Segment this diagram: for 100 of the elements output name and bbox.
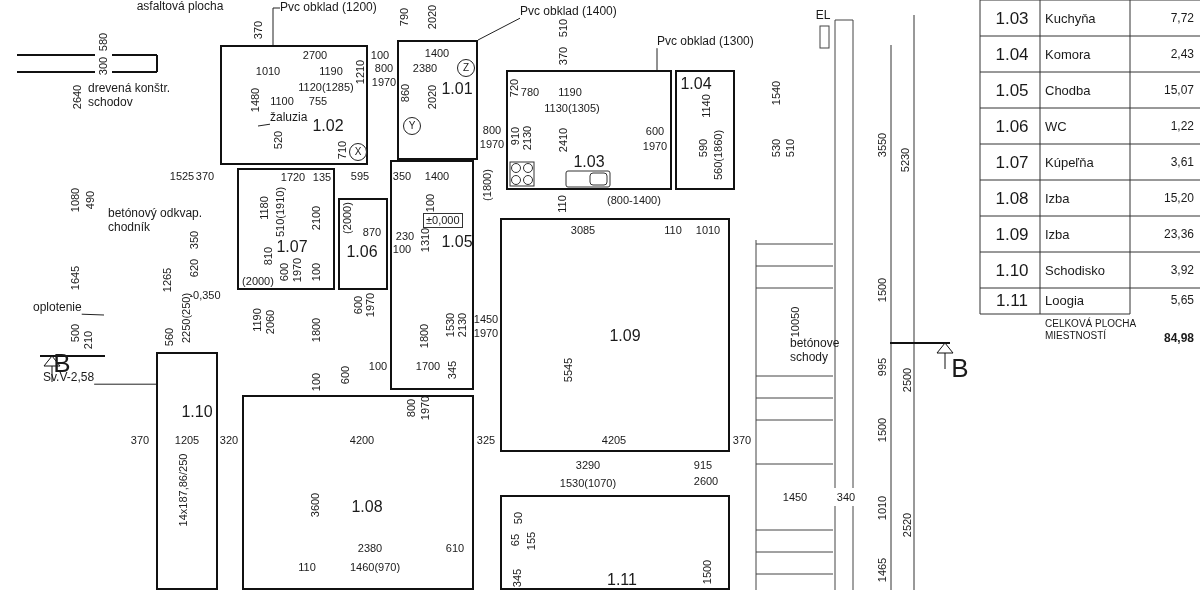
dimension-label: 1265 [161, 267, 173, 293]
room-name: Chodba [1045, 83, 1091, 97]
dimension-label: 2020 [426, 84, 438, 110]
dimension-label: 600 [645, 125, 665, 137]
dimension-label: 710 [336, 140, 348, 160]
dimension-label: 2500 [901, 367, 913, 393]
dimension-label: 860 [399, 83, 411, 103]
dimension-label: 50 [512, 511, 524, 525]
dimension-label: 1210 [354, 59, 366, 85]
dimension-label: 610 [445, 542, 465, 554]
dimension-label: 1970 [291, 257, 303, 283]
leader-line [656, 47, 658, 71]
dimension-label: 910 [509, 126, 521, 146]
dimension-label: 580 [97, 32, 109, 52]
dimension-label: 1400 [424, 170, 450, 182]
dimension-label: 620 [188, 258, 200, 278]
dimension-label: 3600 [309, 492, 321, 518]
dimension-label: 1400 [424, 47, 450, 59]
area-value: 23,36 [1163, 228, 1194, 240]
area-value: 15,07 [1163, 84, 1194, 96]
room-outline [500, 218, 730, 452]
dimension-label: 2380 [412, 62, 438, 74]
callout-text: Pvc obklad (1300) [657, 35, 754, 49]
dimension-label: 4200 [349, 434, 375, 446]
room-outline [506, 70, 672, 190]
dimension-label: 1800 [418, 323, 430, 349]
room-number: 1.08 [351, 499, 383, 515]
room-number: 1.01 [441, 81, 473, 97]
dimension-label: 110 [664, 224, 682, 236]
room-outline [242, 395, 474, 590]
dimension-label: 1010 [695, 224, 721, 236]
dimension-label: 3550 [876, 132, 888, 158]
dimension-label: 800 [374, 62, 394, 74]
dimension-label: 995 [876, 357, 888, 377]
dimension-label: 800 [405, 398, 417, 418]
leader-line [257, 123, 271, 127]
room-number: 1.04 [995, 45, 1029, 63]
room-name: Schodisko [1045, 263, 1105, 277]
dimension-label: 320 [219, 434, 239, 446]
dimension-label: 1540 [770, 80, 782, 106]
room-number: 1.04 [680, 76, 712, 92]
dimension-label: 2410 [557, 127, 569, 153]
dimension-label: 600 [352, 295, 364, 315]
dimension-label: 1140 [700, 94, 712, 118]
dimension-label: 1700 [415, 360, 441, 372]
room-name: Kúpeľňa [1045, 155, 1094, 169]
dimension-label: 1460(970) [349, 561, 401, 573]
room-number: 1.11 [607, 572, 637, 588]
room-outline [390, 160, 474, 390]
dimension-label: 1120(1285) [298, 81, 354, 93]
room-number: 1.10 [995, 261, 1029, 279]
dimension-label: 1800 [310, 317, 322, 343]
dimension-label: 210 [82, 330, 94, 350]
dimension-label: 2600 [693, 475, 719, 487]
room-name: Izba [1045, 227, 1070, 241]
dimension-label: (2000) [242, 275, 274, 287]
dimension-label: 325 [476, 434, 496, 446]
dimension-label: 1190 [558, 86, 582, 98]
dimension-label: 100 [370, 49, 390, 61]
dimension-label: 65 [509, 533, 521, 547]
dimension-label: 2100 [310, 205, 322, 231]
leader-line [93, 383, 157, 385]
dimension-label: 1500 [876, 417, 888, 443]
area-value: 1,22 [1170, 120, 1194, 132]
dimension-label: 3085 [570, 224, 596, 236]
area-value: 3,61 [1170, 156, 1194, 168]
dimension-label: 590 [697, 138, 709, 158]
dimension-label: 1180 [258, 196, 270, 220]
dimension-label: 5545 [562, 357, 574, 383]
dimension-label: 500 [69, 323, 81, 343]
dimension-label: 135 [312, 171, 332, 183]
leader-line [477, 17, 521, 41]
area-value: 7,72 [1170, 12, 1194, 24]
room-number: 1.07 [995, 153, 1029, 171]
dimension-label: 870 [362, 226, 382, 238]
dimension-label: 1130(1305) [544, 102, 600, 114]
room-name: WC [1045, 119, 1067, 133]
dimension-label: 510(1910) [274, 186, 286, 238]
dimension-label: 1465 [876, 557, 888, 583]
dimension-label: 370 [195, 170, 215, 182]
area-value: 5,65 [1170, 294, 1194, 306]
room-outline [675, 70, 735, 190]
dimension-label: 1450 [782, 491, 808, 503]
room-number: 1.03 [995, 9, 1029, 27]
dimension-label: 1190 [251, 308, 263, 332]
dimension-label: 780 [520, 86, 540, 98]
marker-circle: Z [457, 59, 475, 77]
dimension-label: 350 [188, 230, 200, 250]
dimension-label: 155 [525, 531, 537, 551]
dimension-label: 530 [770, 138, 782, 158]
dimension-label: 1205 [174, 434, 200, 446]
dimension-label: 560(1860) [712, 129, 724, 181]
callout-text: Pvc obklad (1200) [280, 1, 377, 15]
dimension-label: 2130 [456, 312, 468, 338]
dimension-label: 1480 [249, 87, 261, 113]
note-label: drevená konštr. schodov [88, 82, 172, 110]
note-label: EL [815, 9, 831, 21]
area-value: 15,20 [1163, 192, 1194, 204]
room-number: 1.09 [995, 225, 1029, 243]
total-value: 84,98 [1163, 332, 1194, 344]
